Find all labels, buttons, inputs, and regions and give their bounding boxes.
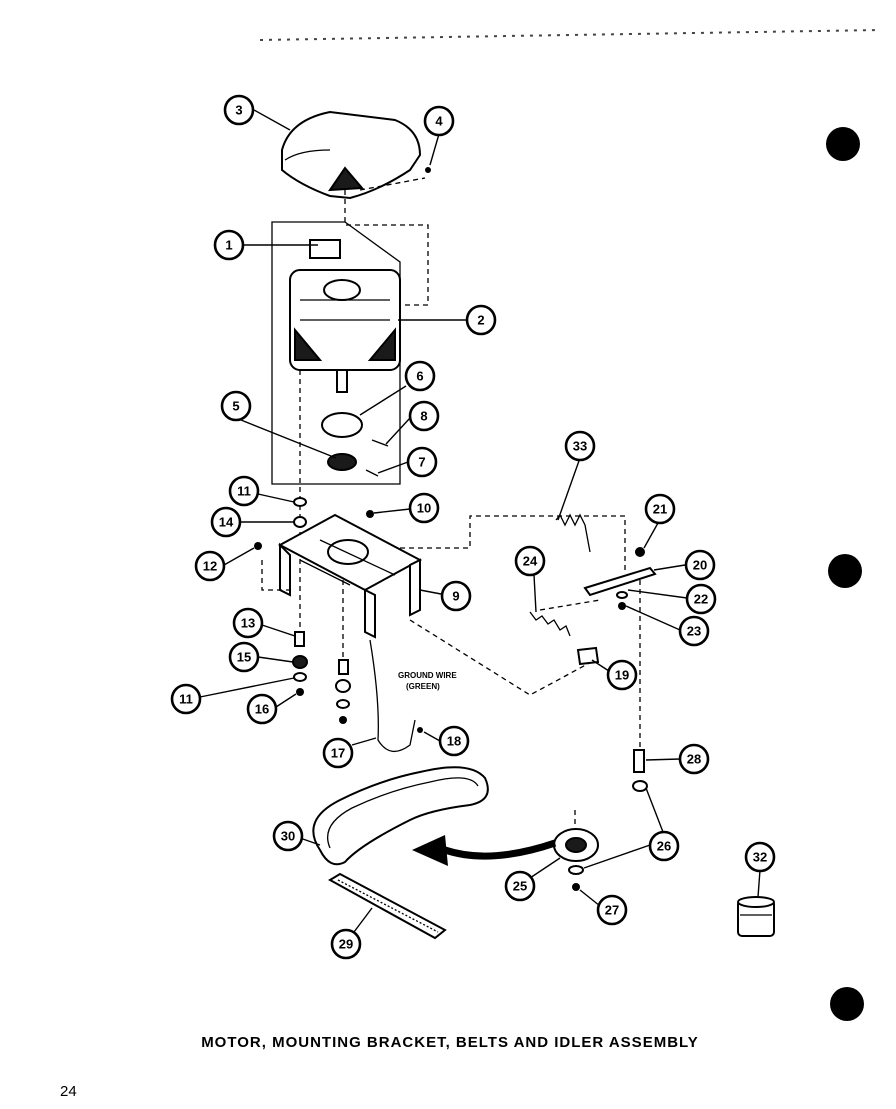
set-screw-7 <box>365 469 379 477</box>
screw-4 <box>425 167 431 173</box>
callout-20: 20 <box>684 549 716 581</box>
svg-text:30: 30 <box>281 829 295 844</box>
motor <box>289 239 401 393</box>
callout-33: 33 <box>564 430 596 462</box>
svg-text:25: 25 <box>513 879 527 894</box>
spring-24 <box>529 611 571 637</box>
svg-text:21: 21 <box>653 502 667 517</box>
motor-pulley-6 <box>321 412 363 438</box>
svg-text:28: 28 <box>687 752 701 767</box>
svg-text:27: 27 <box>605 903 619 918</box>
svg-text:8: 8 <box>420 409 427 424</box>
ground-wire-label-2: (GREEN) <box>406 682 440 691</box>
svg-text:24: 24 <box>523 554 538 569</box>
svg-text:3: 3 <box>235 103 242 118</box>
svg-text:1: 1 <box>225 238 232 253</box>
svg-text:5: 5 <box>232 399 239 414</box>
svg-text:9: 9 <box>452 589 459 604</box>
callout-18: 18 <box>438 725 470 757</box>
svg-text:7: 7 <box>418 455 425 470</box>
svg-text:26: 26 <box>657 839 671 854</box>
figure-caption: MOTOR, MOUNTING BRACKET, BELTS AND IDLER… <box>201 1034 699 1051</box>
callout-4: 4 <box>423 105 455 137</box>
callout-21: 21 <box>644 493 676 525</box>
callout-11-lower: 11 <box>170 683 202 715</box>
callout-7: 7 <box>406 446 438 478</box>
callout-32: 32 <box>744 841 776 873</box>
callout-17: 17 <box>322 737 354 769</box>
container-32 <box>737 896 775 937</box>
svg-text:11: 11 <box>237 484 251 499</box>
svg-text:22: 22 <box>694 592 708 607</box>
belt-29 <box>327 872 447 940</box>
install-arrow <box>443 839 557 860</box>
callout-6: 6 <box>404 360 436 392</box>
svg-text:18: 18 <box>447 734 461 749</box>
callout-2: 2 <box>465 304 497 336</box>
callout-15: 15 <box>228 641 260 673</box>
drive-belt-30 <box>312 766 489 866</box>
svg-text:12: 12 <box>203 559 217 574</box>
binder-hole-middle <box>828 554 862 588</box>
callout-26: 26 <box>648 830 680 862</box>
svg-text:23: 23 <box>687 624 701 639</box>
callout-28: 28 <box>678 743 710 775</box>
callout-8: 8 <box>408 400 440 432</box>
callout-10: 10 <box>408 492 440 524</box>
ground-wire <box>369 639 416 752</box>
callout-29: 29 <box>330 928 362 960</box>
idler-arm <box>583 566 657 597</box>
callout-12: 12 <box>194 550 226 582</box>
motor-cover <box>281 110 422 200</box>
page-number: 24 <box>60 1083 77 1100</box>
svg-text:14: 14 <box>219 515 234 530</box>
callout-13: 13 <box>232 607 264 639</box>
svg-text:29: 29 <box>339 937 353 952</box>
set-screw-8 <box>371 439 389 447</box>
svg-text:4: 4 <box>435 114 443 129</box>
svg-text:10: 10 <box>417 501 431 516</box>
callout-27: 27 <box>596 894 628 926</box>
spring-33 <box>555 513 591 553</box>
svg-text:16: 16 <box>255 702 269 717</box>
callout-11-upper: 11 <box>228 475 260 507</box>
svg-text:20: 20 <box>693 558 707 573</box>
svg-text:2: 2 <box>477 313 484 328</box>
callout-22: 22 <box>685 583 717 615</box>
svg-text:6: 6 <box>416 369 423 384</box>
svg-text:32: 32 <box>753 850 767 865</box>
callout-24: 24 <box>514 545 546 577</box>
binder-hole-top <box>826 127 860 161</box>
svg-text:19: 19 <box>615 668 629 683</box>
svg-text:33: 33 <box>573 439 587 454</box>
callout-5: 5 <box>220 390 252 422</box>
callout-19: 19 <box>606 659 638 691</box>
callout-30: 30 <box>272 820 304 852</box>
ground-wire-label-1: GROUND WIRE <box>398 671 457 680</box>
callout-16: 16 <box>246 693 278 725</box>
scan-edge <box>259 29 881 41</box>
callout-9: 9 <box>440 580 472 612</box>
callout-23: 23 <box>678 615 710 647</box>
callout-3: 3 <box>223 94 255 126</box>
callout-14: 14 <box>210 506 242 538</box>
svg-text:15: 15 <box>237 650 251 665</box>
svg-text:17: 17 <box>331 746 345 761</box>
bolt-12 <box>254 542 262 550</box>
idler-shaft-28 <box>633 749 645 773</box>
bolt-10 <box>366 510 374 518</box>
binder-hole-bottom <box>830 987 864 1021</box>
mounting-bracket <box>277 513 423 639</box>
svg-text:13: 13 <box>241 616 255 631</box>
callout-25: 25 <box>504 870 536 902</box>
motor-boundary <box>271 221 401 485</box>
svg-text:11: 11 <box>179 692 193 707</box>
callout-1: 1 <box>213 229 245 261</box>
